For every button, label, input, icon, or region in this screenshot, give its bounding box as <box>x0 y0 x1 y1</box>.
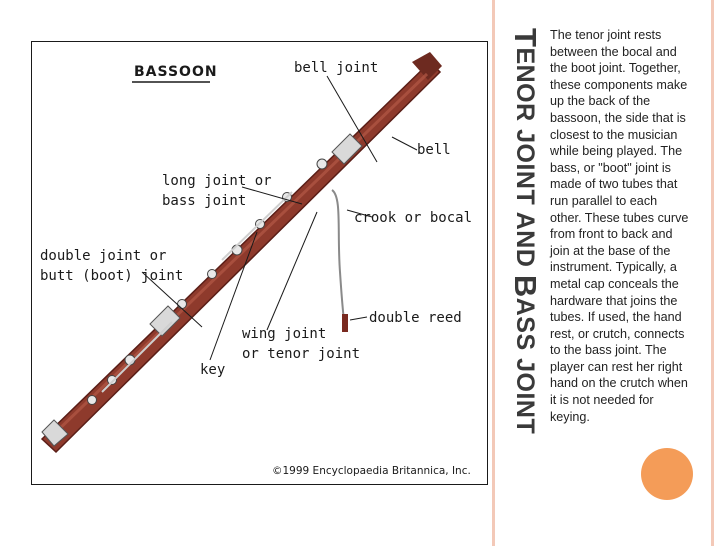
label-pointers <box>141 75 418 361</box>
title-rest-1: ENOR JOINT AND <box>511 47 539 275</box>
slide-body-text: The tenor joint rests between the bocal … <box>550 28 689 424</box>
bassoon-diagram: BASSOON <box>31 41 488 485</box>
slide-title: TENOR JOINT AND BASS JOINT <box>505 28 545 458</box>
decorative-stripe-left <box>492 0 495 546</box>
label-wing-joint-line2: or tenor joint <box>242 346 360 362</box>
label-wing-joint-line1: wing joint <box>242 326 326 342</box>
title-rest-2: ASS JOINT <box>511 297 539 435</box>
label-double-joint-line2: butt (boot) joint <box>40 268 183 284</box>
bassoon-illustration: BASSOON <box>40 52 472 477</box>
label-double-reed: double reed <box>369 310 462 326</box>
crook-bocal <box>331 189 346 328</box>
label-long-joint-line1: long joint or <box>162 173 272 189</box>
decorative-accent-circle <box>641 448 693 500</box>
label-key: key <box>200 362 225 378</box>
label-double-joint-line1: double joint or <box>40 248 166 264</box>
diagram-copyright: ©1999 Encyclopaedia Britannica, Inc. <box>272 465 471 477</box>
diagram-heading: BASSOON <box>134 64 218 80</box>
bassoon-body <box>40 52 442 454</box>
title-initial-1: T <box>508 28 543 48</box>
label-long-joint-line2: bass joint <box>162 193 246 209</box>
double-reed <box>342 314 348 332</box>
label-crook: crook or bocal <box>354 210 472 226</box>
title-initial-2: B <box>508 274 543 298</box>
decorative-stripe-right <box>711 0 714 546</box>
label-bell-joint: bell joint <box>294 60 378 76</box>
label-bell: bell <box>417 142 451 158</box>
